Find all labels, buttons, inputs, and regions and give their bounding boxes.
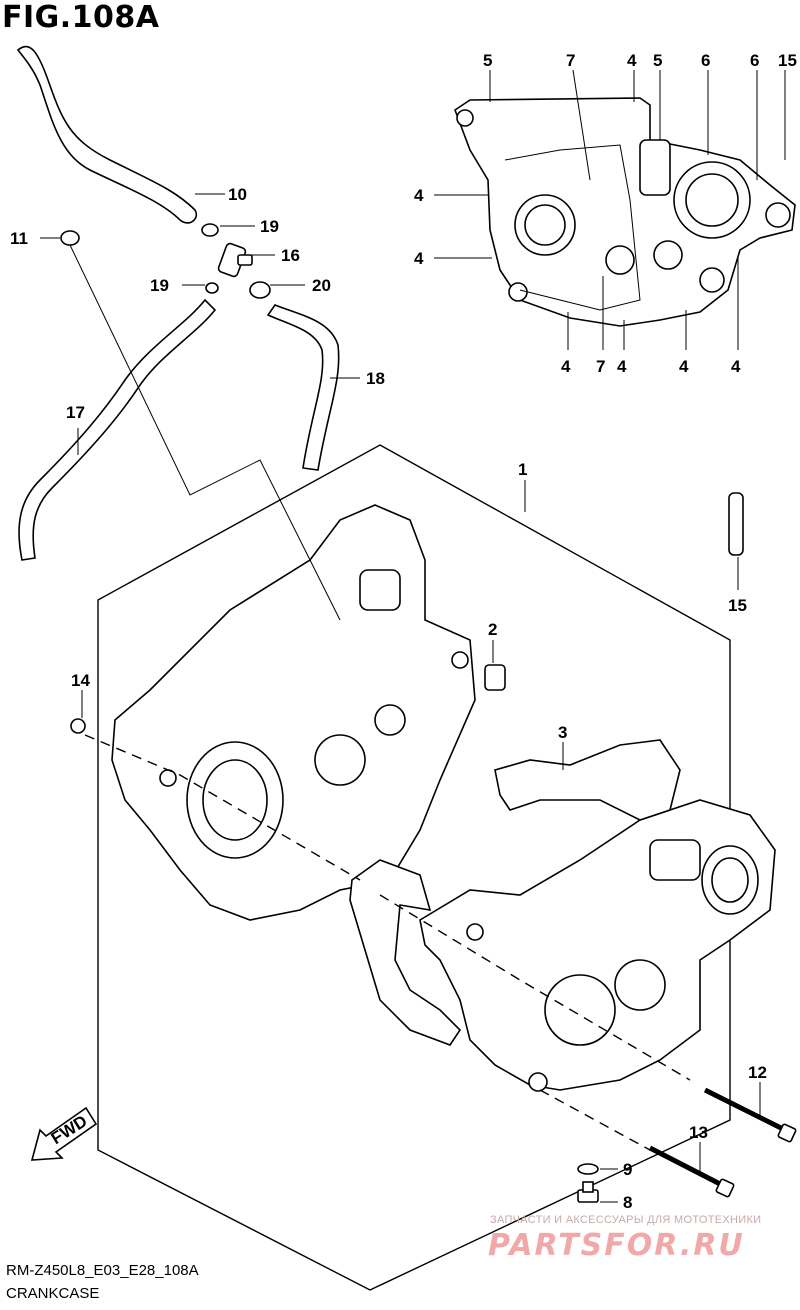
- callout-2: 2: [488, 620, 497, 639]
- hose-10: [16, 45, 198, 224]
- callout-8: 8: [623, 1193, 632, 1212]
- clamp-19-lower: [205, 282, 219, 294]
- callout-19a: 19: [260, 217, 279, 236]
- callout-4d: 4: [561, 357, 571, 376]
- hose-17: [18, 298, 217, 561]
- callout-5a: 5: [483, 51, 492, 70]
- callout-14: 14: [71, 671, 90, 690]
- crankcase-right: [419, 799, 776, 1092]
- assembly-outline: [97, 444, 731, 1291]
- callout-6b: 6: [750, 51, 759, 70]
- figure-name: CRANKCASE: [6, 1285, 100, 1302]
- nut-14: [70, 718, 86, 734]
- callout-11: 11: [10, 229, 28, 248]
- bolt-8: [577, 1181, 599, 1203]
- bolt-13: [648, 1145, 735, 1198]
- clamp-19-upper: [201, 223, 219, 237]
- callout-4a: 4: [414, 186, 424, 205]
- callout-5b: 5: [653, 51, 662, 70]
- callout-9: 9: [623, 1160, 632, 1179]
- callout-4f: 4: [679, 357, 689, 376]
- callout-19b: 19: [150, 276, 169, 295]
- plate-15: [728, 492, 744, 556]
- callout-15b: 15: [778, 51, 797, 70]
- callout-17: 17: [66, 403, 85, 422]
- bolt-12: [703, 1087, 797, 1143]
- callout-4c: 4: [627, 51, 637, 70]
- clamp-11: [60, 230, 80, 246]
- callout-7a: 7: [566, 51, 575, 70]
- callout-3: 3: [558, 723, 567, 742]
- callout-12: 12: [748, 1063, 767, 1082]
- dowel-2: [484, 664, 506, 691]
- callout-labels: 1 2 3 4 4 4 4 4 4 4 4 4 5 5 6 6 7 7 7 8 …: [10, 51, 797, 1212]
- gasket-3: [349, 739, 681, 1046]
- leader-lines: [40, 69, 786, 1203]
- callout-4e: 4: [617, 357, 627, 376]
- callout-7b: 7: [596, 357, 605, 376]
- callout-20: 20: [312, 276, 331, 295]
- fwd-arrow-icon: FWD: [30, 1106, 98, 1161]
- callout-4g: 4: [731, 357, 741, 376]
- clamp-20: [249, 281, 271, 299]
- watermark-tagline: ЗАПЧАСТИ И АКСЕССУАРЫ ДЛЯ МОТОТЕХНИКИ: [490, 1214, 762, 1226]
- watermark-logo: PARTSFOR.RU: [488, 1228, 745, 1263]
- callout-10: 10: [228, 185, 247, 204]
- figure-code: RM-Z450L8_E03_E28_108A: [6, 1262, 199, 1279]
- hose-18: [266, 304, 340, 471]
- callout-13: 13: [689, 1123, 708, 1142]
- crankcase-left: [111, 504, 476, 921]
- washer-9: [577, 1163, 599, 1175]
- gasket-sealing-inset: [454, 97, 796, 327]
- callout-6a: 6: [701, 51, 710, 70]
- callout-18: 18: [366, 369, 385, 388]
- figure-title: FIG.108A: [2, 0, 160, 35]
- callout-16: 16: [281, 246, 300, 265]
- callout-1: 1: [518, 460, 527, 479]
- callout-15a: 15: [728, 596, 747, 615]
- union-16: [217, 242, 253, 278]
- callout-4b: 4: [414, 249, 424, 268]
